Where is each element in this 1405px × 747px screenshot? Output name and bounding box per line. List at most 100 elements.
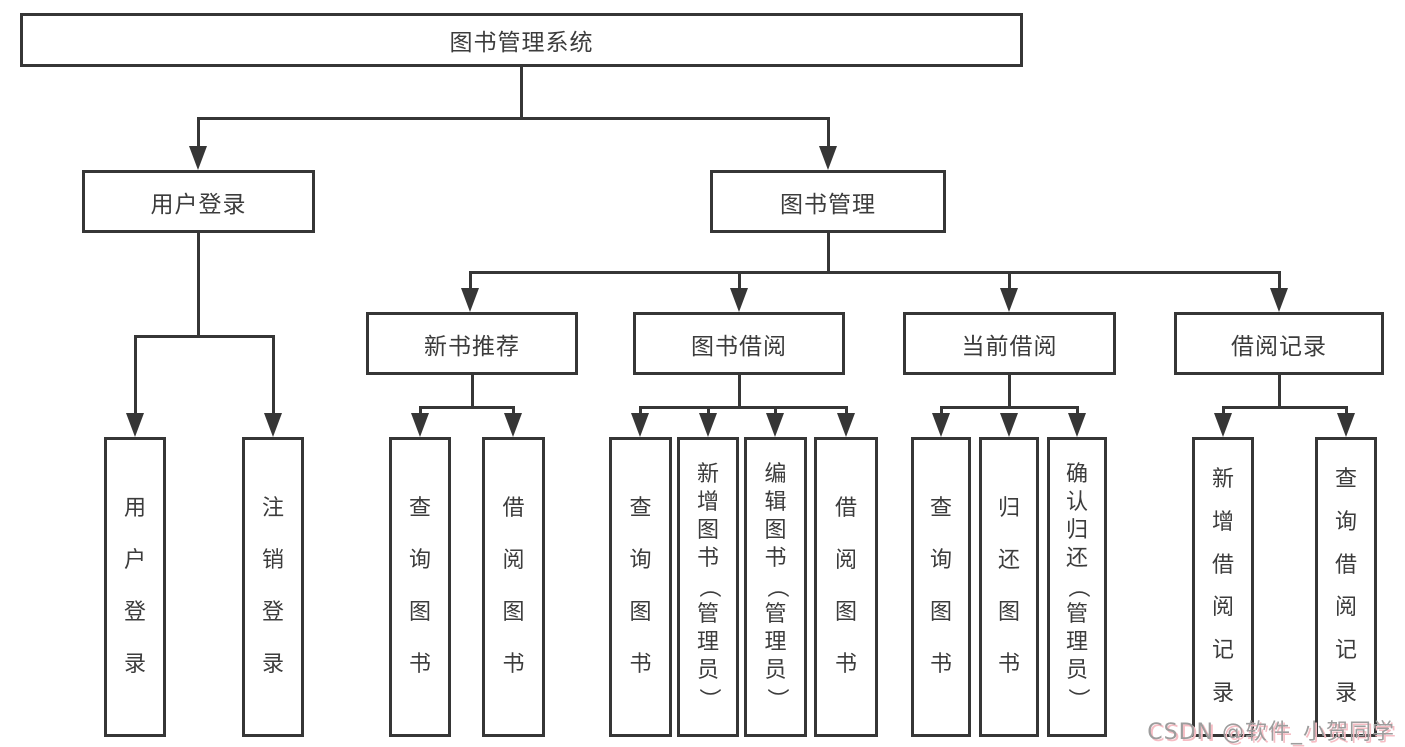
node-query-books-current: 查询图书 bbox=[911, 437, 971, 737]
node-label-char: 销 bbox=[261, 548, 284, 573]
node-user-login-module: 用户登录 bbox=[82, 170, 315, 233]
node-label-char: （ bbox=[696, 575, 721, 598]
node-label-char: 管 bbox=[764, 602, 787, 627]
node-add-books-admin: 新增图书（管理员） bbox=[677, 437, 739, 737]
node-label-char: 借 bbox=[1334, 552, 1357, 578]
connector-line bbox=[1277, 375, 1281, 407]
node-system-root: 图书管理系统 bbox=[20, 13, 1023, 67]
node-label-char: 查 bbox=[929, 496, 952, 521]
connector-line bbox=[519, 67, 523, 118]
arrow-down-icon bbox=[766, 413, 784, 437]
node-label-char: 管 bbox=[696, 602, 719, 627]
connector-line bbox=[468, 272, 472, 295]
node-label-char: 登 bbox=[123, 600, 146, 625]
connector-line bbox=[196, 233, 200, 336]
connector-line bbox=[1007, 272, 1011, 295]
node-label-char: 增 bbox=[696, 490, 719, 515]
connector-line bbox=[133, 336, 137, 420]
node-label-char: 录 bbox=[1334, 680, 1357, 706]
node-label-char: 图 bbox=[929, 600, 952, 625]
node-label-char: 阅 bbox=[502, 548, 525, 573]
node-label-char: 录 bbox=[123, 652, 146, 677]
node-label-char: 书 bbox=[997, 652, 1020, 677]
arrow-down-icon bbox=[1337, 413, 1355, 437]
node-label: 图书管理系统 bbox=[449, 30, 594, 56]
connector-line bbox=[133, 334, 275, 338]
node-label-char: 员 bbox=[696, 658, 719, 683]
node-borrow-books-recommend: 借阅图书 bbox=[482, 437, 545, 737]
connector-line bbox=[196, 118, 200, 152]
connector-line bbox=[1277, 272, 1281, 295]
node-label-char: ） bbox=[696, 687, 721, 710]
connector-line bbox=[1007, 375, 1011, 407]
node-label-char: 询 bbox=[408, 548, 431, 573]
node-label-vertical: 查询图书 bbox=[628, 496, 654, 678]
node-label-char: 用 bbox=[123, 496, 146, 521]
node-label-char: 注 bbox=[261, 496, 284, 521]
node-label-char: 还 bbox=[997, 548, 1020, 573]
connector-line bbox=[737, 375, 741, 407]
arrow-down-icon bbox=[411, 413, 429, 437]
node-label-vertical: 确认归还（管理员） bbox=[1064, 462, 1090, 712]
node-label-char: 新 bbox=[696, 462, 719, 487]
node-label-char: 新 bbox=[1211, 467, 1234, 492]
connector-line bbox=[196, 116, 830, 120]
node-label-char: 记 bbox=[1334, 638, 1357, 664]
node-label-char: （ bbox=[763, 575, 789, 598]
node-label-vertical: 借阅图书 bbox=[501, 496, 527, 678]
connector-line bbox=[826, 233, 830, 272]
node-label: 用户登录 bbox=[150, 191, 247, 218]
node-label-char: 图 bbox=[764, 518, 787, 543]
csdn-watermark: CSDN @软件_小贺同学 bbox=[1147, 720, 1395, 745]
arrow-down-icon bbox=[461, 288, 479, 312]
node-label-vertical: 查询借阅记录 bbox=[1333, 467, 1359, 707]
node-label-char: 询 bbox=[1334, 509, 1357, 535]
node-edit-books-admin: 编辑图书（管理员） bbox=[744, 437, 807, 737]
node-label-char: ） bbox=[763, 687, 789, 710]
node-add-borrow-record: 新增借阅记录 bbox=[1192, 437, 1254, 737]
node-label-char: 认 bbox=[1065, 490, 1088, 515]
node-label-char: 阅 bbox=[1211, 595, 1234, 621]
node-label-char: 归 bbox=[1065, 518, 1088, 543]
node-label-char: 书 bbox=[502, 652, 525, 677]
node-label-char: ） bbox=[1065, 687, 1090, 710]
node-query-books-recommend: 查询图书 bbox=[389, 437, 451, 737]
arrow-down-icon bbox=[730, 288, 748, 312]
node-borrow-books-action: 借阅图书 bbox=[814, 437, 878, 737]
node-label-char: 归 bbox=[997, 496, 1020, 521]
connector-line bbox=[826, 118, 830, 152]
arrow-down-icon bbox=[264, 413, 282, 437]
node-label-char: 图 bbox=[997, 600, 1020, 625]
node-label-char: 员 bbox=[1065, 658, 1088, 683]
connector-line bbox=[418, 405, 515, 409]
connector-line bbox=[468, 270, 1281, 274]
arrow-down-icon bbox=[932, 413, 950, 437]
connector-line bbox=[470, 375, 474, 407]
node-label-char: 理 bbox=[764, 630, 787, 655]
node-confirm-return-admin: 确认归还（管理员） bbox=[1047, 437, 1107, 737]
node-label-vertical: 借阅图书 bbox=[833, 496, 859, 678]
node-label-char: 借 bbox=[502, 496, 525, 521]
node-label-char: 图 bbox=[502, 600, 525, 625]
node-label-char: 查 bbox=[1334, 467, 1357, 492]
node-label-char: 查 bbox=[629, 496, 652, 521]
node-label-char: 录 bbox=[1211, 680, 1234, 706]
arrow-down-icon bbox=[1000, 413, 1018, 437]
node-label-char: 增 bbox=[1211, 509, 1234, 535]
node-label-vertical: 查询图书 bbox=[407, 496, 433, 678]
node-book-management: 图书管理 bbox=[710, 170, 946, 233]
node-borrowing-records: 借阅记录 bbox=[1174, 312, 1384, 375]
connector-line bbox=[737, 272, 741, 295]
arrow-down-icon bbox=[504, 413, 522, 437]
node-label-vertical: 注销登录 bbox=[260, 496, 286, 678]
arrow-down-icon bbox=[819, 146, 837, 170]
node-label-char: 确 bbox=[1065, 462, 1088, 487]
node-label-char: 理 bbox=[696, 630, 719, 655]
arrow-down-icon bbox=[126, 413, 144, 437]
node-label-vertical: 用户登录 bbox=[122, 496, 148, 678]
node-label-char: 图 bbox=[408, 600, 431, 625]
node-new-book-recommend: 新书推荐 bbox=[366, 312, 578, 375]
connector-line bbox=[271, 336, 275, 420]
node-query-books-borrow: 查询图书 bbox=[609, 437, 672, 737]
connector-line bbox=[1221, 405, 1348, 409]
